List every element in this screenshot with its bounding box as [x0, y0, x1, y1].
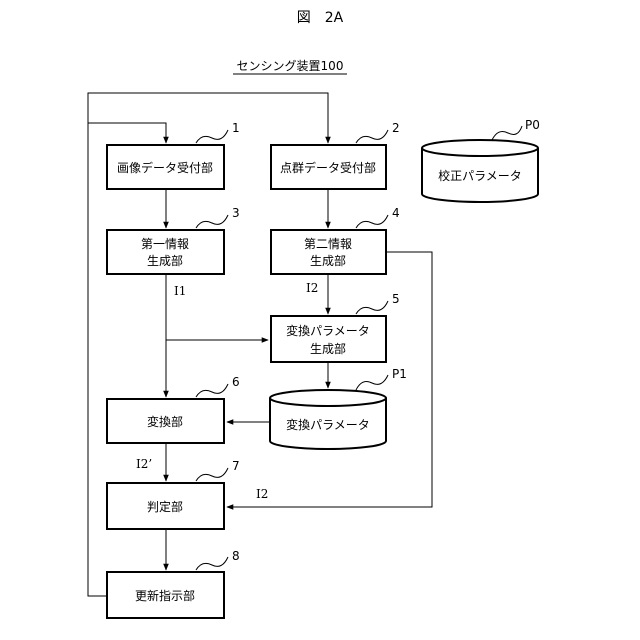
ref-8-leader	[196, 557, 228, 570]
ref-6: 6	[232, 375, 240, 389]
figure-title: 図 2A	[297, 10, 344, 26]
ref-p0: P0	[525, 118, 540, 132]
ref-1: 1	[232, 121, 240, 135]
ref-p0-leader	[492, 126, 522, 140]
ref-4-leader	[356, 215, 388, 228]
ref-7: 7	[232, 459, 240, 473]
ref-2: 2	[392, 121, 400, 135]
block-4-line2: 生成部	[310, 253, 346, 268]
database-p1-label: 変換パラメータ	[286, 417, 370, 432]
signal-i1: I1	[174, 284, 186, 298]
block-8-label: 更新指示部	[135, 588, 195, 603]
signal-i2-right: I2	[256, 487, 268, 501]
signal-i2-top: I2	[306, 281, 318, 295]
block-5-line2: 生成部	[310, 341, 346, 356]
block-1-label: 画像データ受付部	[117, 160, 213, 175]
block-3-line2: 生成部	[147, 253, 183, 268]
signal-i2-prime: I2’	[136, 457, 152, 471]
block-6-label: 変換部	[147, 414, 183, 429]
block-4-line1: 第二情報	[304, 237, 352, 251]
ref-p1-leader	[356, 375, 388, 390]
ref-7-leader	[196, 468, 228, 481]
ref-5-leader	[356, 301, 388, 314]
device-label: センシング装置100	[237, 59, 344, 73]
loop-to-block-1	[88, 123, 166, 143]
ref-2-leader	[356, 130, 388, 143]
ref-4: 4	[392, 206, 400, 220]
ref-3-leader	[196, 215, 228, 228]
ref-3: 3	[232, 206, 240, 220]
ref-8: 8	[232, 549, 240, 563]
ref-1-leader	[196, 130, 228, 143]
ref-5: 5	[392, 292, 400, 306]
ref-6-leader	[196, 384, 228, 397]
ref-p1: P1	[392, 367, 407, 381]
block-3-line1: 第一情報	[141, 237, 189, 251]
block-7-label: 判定部	[147, 499, 183, 514]
database-p0-label: 校正パラメータ	[438, 168, 522, 183]
block-5-line1: 変換パラメータ	[286, 323, 370, 338]
block-2-label: 点群データ受付部	[280, 160, 376, 175]
